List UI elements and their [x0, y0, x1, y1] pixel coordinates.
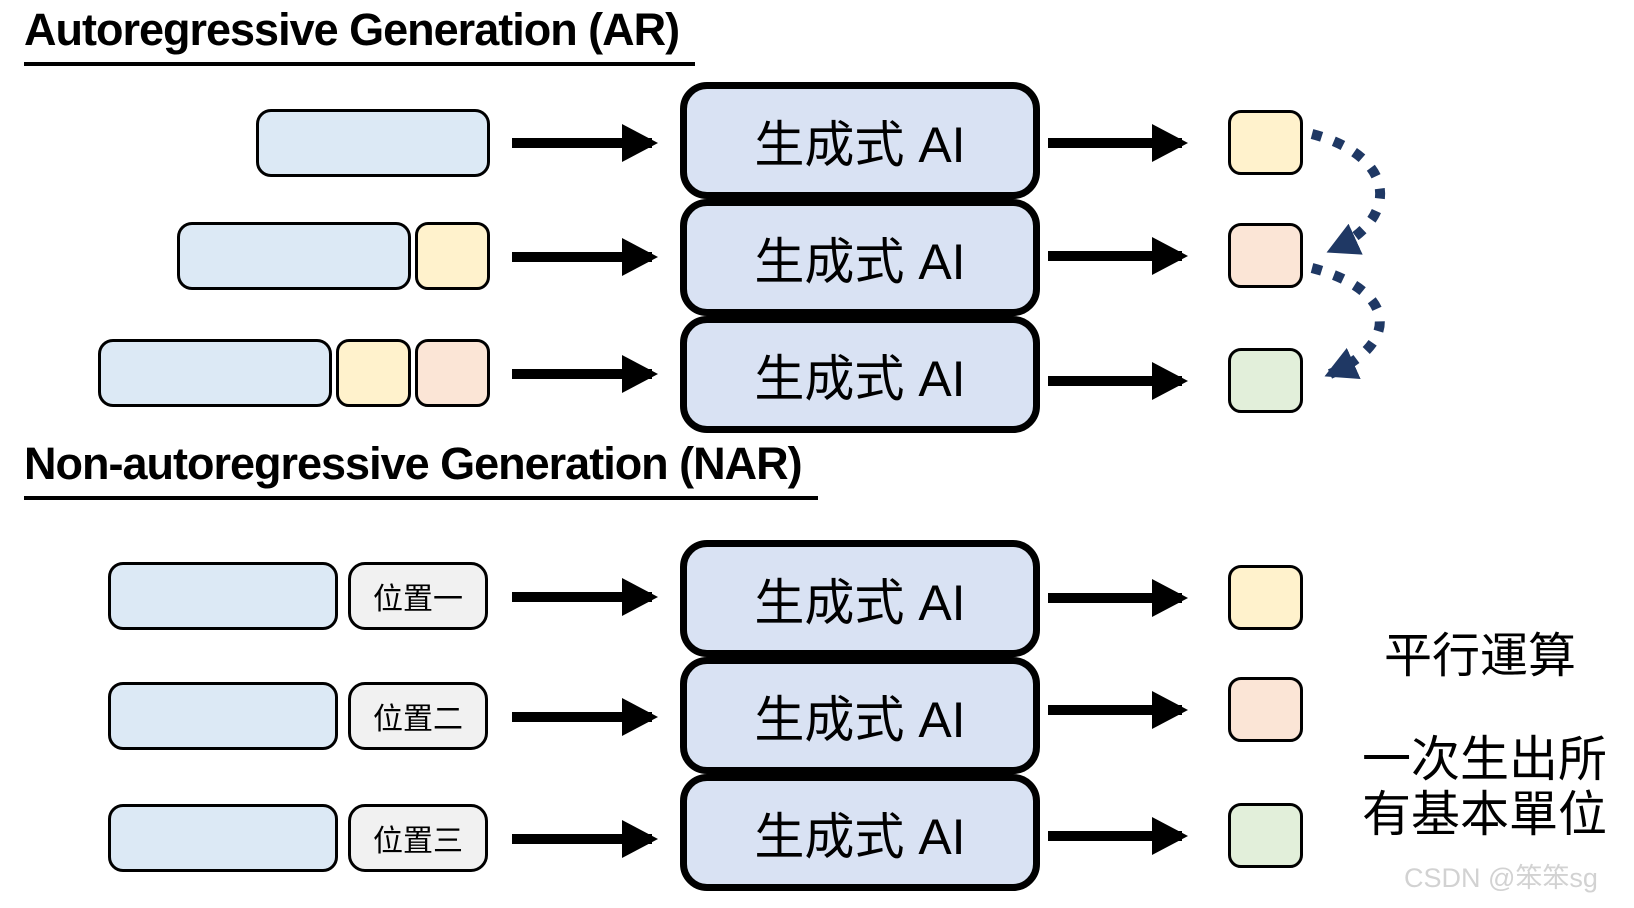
generated-unit-token-peach — [415, 339, 490, 407]
nar-output-unit-yellow — [1228, 565, 1303, 630]
nar-input-row-3: 位置三 — [108, 804, 488, 872]
nar-output-unit-peach — [1228, 677, 1303, 742]
ar-section-title-text: Autoregressive Generation (AR) — [24, 4, 696, 66]
input-context-token — [177, 222, 411, 290]
generated-unit-token-yellow — [415, 222, 490, 290]
input-context-token — [256, 109, 490, 177]
position-label-3: 位置三 — [348, 804, 488, 872]
generate-all-units-note-line1: 一次生出所 — [1362, 733, 1608, 787]
input-context-token — [98, 339, 332, 407]
position-label-1: 位置一 — [348, 562, 488, 630]
nar-input-row-2: 位置二 — [108, 682, 488, 750]
generative-ai-box: 生成式 AI — [680, 774, 1040, 891]
nar-section-title-text: Non-autoregressive Generation (NAR) — [24, 438, 818, 500]
ar-feedback-arrow-1 — [1310, 129, 1386, 255]
ar-section-title: Autoregressive Generation (AR) — [24, 4, 696, 66]
generative-ai-label: 生成式 AI — [754, 233, 966, 290]
generative-ai-label: 生成式 AI — [754, 350, 966, 407]
ar-input-row-3 — [98, 339, 490, 407]
ar-model-stack: 生成式 AI 生成式 AI 生成式 AI — [680, 82, 1040, 433]
ar-output-unit-peach — [1228, 223, 1303, 288]
csdn-watermark: CSDN @笨笨sg — [1404, 863, 1598, 893]
generative-ai-box: 生成式 AI — [680, 316, 1040, 433]
generative-ai-label: 生成式 AI — [754, 691, 966, 748]
generate-all-units-note: 一次生出所 有基本單位 — [1362, 733, 1607, 843]
ar-input-row-1 — [256, 109, 490, 177]
generative-ai-box: 生成式 AI — [680, 540, 1040, 657]
position-label-2: 位置二 — [348, 682, 488, 750]
generative-ai-box: 生成式 AI — [680, 657, 1040, 774]
parallel-computation-note: 平行運算 — [1384, 630, 1577, 683]
nar-model-stack: 生成式 AI 生成式 AI 生成式 AI — [680, 540, 1040, 891]
generative-ai-label: 生成式 AI — [754, 808, 966, 865]
input-context-token — [108, 682, 338, 750]
generated-unit-token-yellow — [336, 339, 411, 407]
ar-feedback-arrow-2 — [1310, 263, 1385, 379]
ar-output-unit-yellow — [1228, 110, 1303, 175]
nar-input-row-1: 位置一 — [108, 562, 488, 630]
ar-input-row-2 — [177, 222, 490, 290]
generative-ai-box: 生成式 AI — [680, 199, 1040, 316]
input-context-token — [108, 804, 338, 872]
input-context-token — [108, 562, 338, 630]
generative-ai-label: 生成式 AI — [754, 574, 966, 631]
generate-all-units-note-line2: 有基本單位 — [1362, 787, 1608, 842]
nar-output-unit-green — [1228, 803, 1303, 868]
generative-ai-box: 生成式 AI — [680, 82, 1040, 199]
nar-section-title: Non-autoregressive Generation (NAR) — [24, 438, 818, 500]
generative-ai-label: 生成式 AI — [754, 116, 966, 173]
ar-output-unit-green — [1228, 348, 1303, 413]
